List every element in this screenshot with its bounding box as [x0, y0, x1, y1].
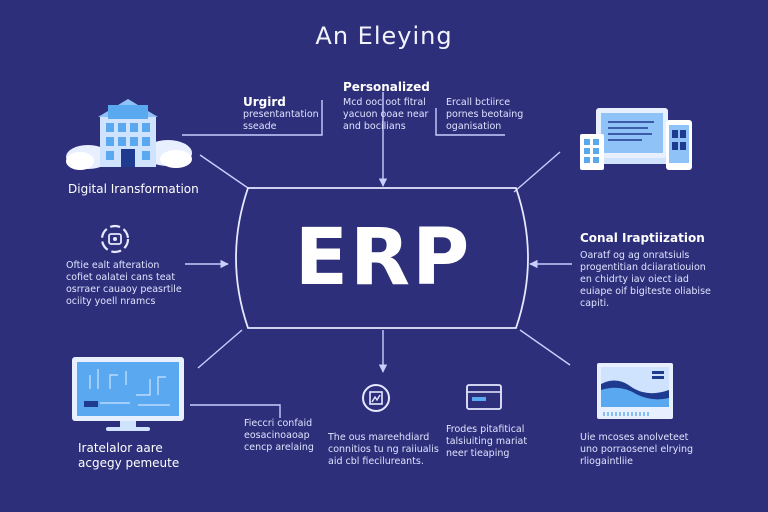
monitor-icon — [72, 357, 184, 431]
window-icon — [466, 384, 502, 410]
connector-top-left — [182, 100, 323, 136]
node-bottom-right-center-text: Frodes pitafitical talsiuiting mariat ne… — [446, 424, 528, 459]
node-top-left-text: presentantation sseade — [243, 109, 319, 132]
connector-top-right — [435, 108, 505, 136]
building-cloud-icon — [66, 99, 192, 170]
diagram-title: An Eleying — [315, 22, 453, 50]
node-bottom-center-text: The ous mareehdiard connitios tu ng raii… — [328, 432, 439, 467]
node-bottom-right-text: Uie mcoses anolveteet uno porraosenel el… — [580, 432, 694, 467]
erp-center-label: ERP — [294, 213, 472, 303]
devices-icon — [580, 108, 692, 170]
node-right-mid-heading: Conal Iraptiization — [580, 231, 705, 245]
document-circle-icon — [362, 384, 390, 412]
node-top-left-heading: Urgird — [243, 95, 286, 109]
node-bottom-left-text: Fieccri confaid eosacinoaoap cencp arela… — [244, 418, 314, 453]
connector-bottom-left-text — [190, 404, 281, 418]
dashboard-image-icon — [597, 363, 673, 419]
node-top-right-text: Ercall bctiirce pornes beotaing oganisat… — [446, 97, 524, 132]
node-left-mid-text: Oftie ealt afteration cofiet oalatei can… — [66, 260, 182, 307]
connector-bottom-left-monitor — [197, 329, 243, 369]
connector-building — [199, 154, 249, 189]
erp-frame — [235, 187, 529, 329]
gear-ring-icon — [100, 224, 130, 254]
node-top-center-heading: Personalized — [343, 80, 430, 94]
node-right-mid-text: Oaratf og ag onratsiuls progentitian dci… — [580, 250, 711, 309]
node-bottom-left-label: Iratelalor aare acgegy pemeute — [78, 441, 180, 470]
node-left-top-label: Digital Iransformation — [68, 182, 199, 196]
node-top-center-text: Mcd ooc oot fitral yacuon ooae near and … — [343, 97, 429, 132]
connector-bottom-right — [519, 329, 571, 366]
connector-devices — [513, 151, 561, 193]
